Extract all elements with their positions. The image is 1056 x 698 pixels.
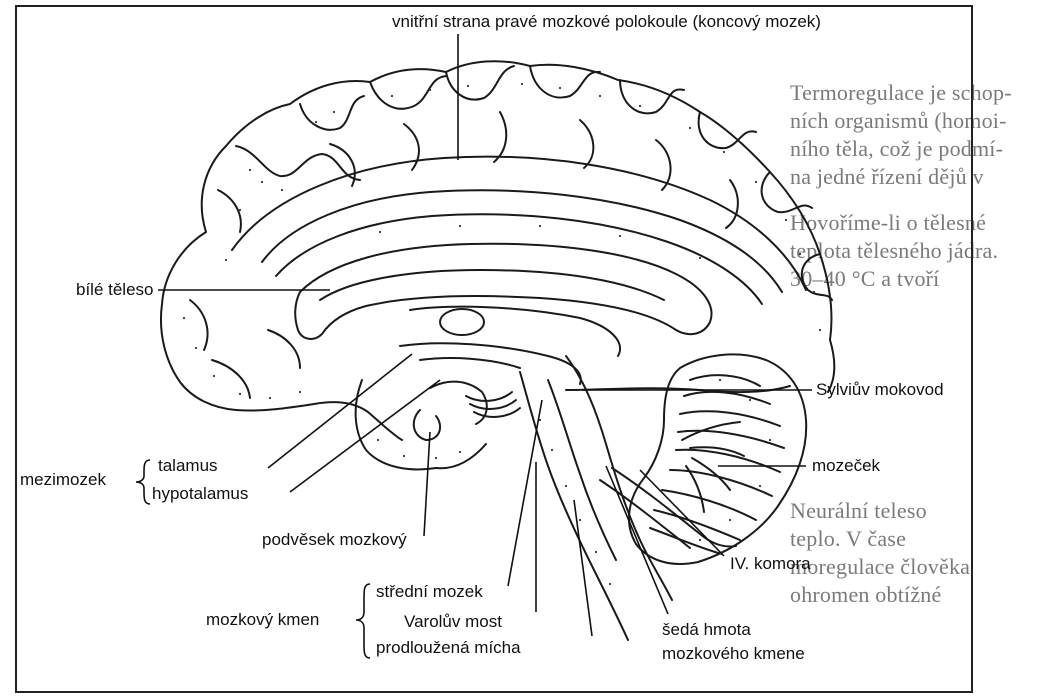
label-thalamus: talamus [158,456,218,476]
label-midbrain: střední mozek [376,582,483,602]
label-gray-matter-1: šedá hmota [662,620,751,640]
label-hemisphere: vnitřní strana pravé mozkové polokoule (… [392,12,821,32]
label-corpus-callosum: bílé těleso [76,280,154,300]
label-hypothalamus: hypotalamus [152,484,248,504]
label-aqueduct: Sylviův mokovod [816,380,944,400]
label-diencephalon: mezimozek [20,470,106,490]
label-pons: Varolův most [404,612,502,632]
label-pituitary: podvěsek mozkový [262,530,407,550]
label-brainstem: mozkový kmen [206,610,319,630]
label-fourth-ventricle: IV. komora [730,554,811,574]
label-gray-matter-2: mozkového kmene [662,644,805,664]
label-cerebellum: mozeček [812,456,880,476]
label-medulla: prodloužená mícha [376,638,521,658]
